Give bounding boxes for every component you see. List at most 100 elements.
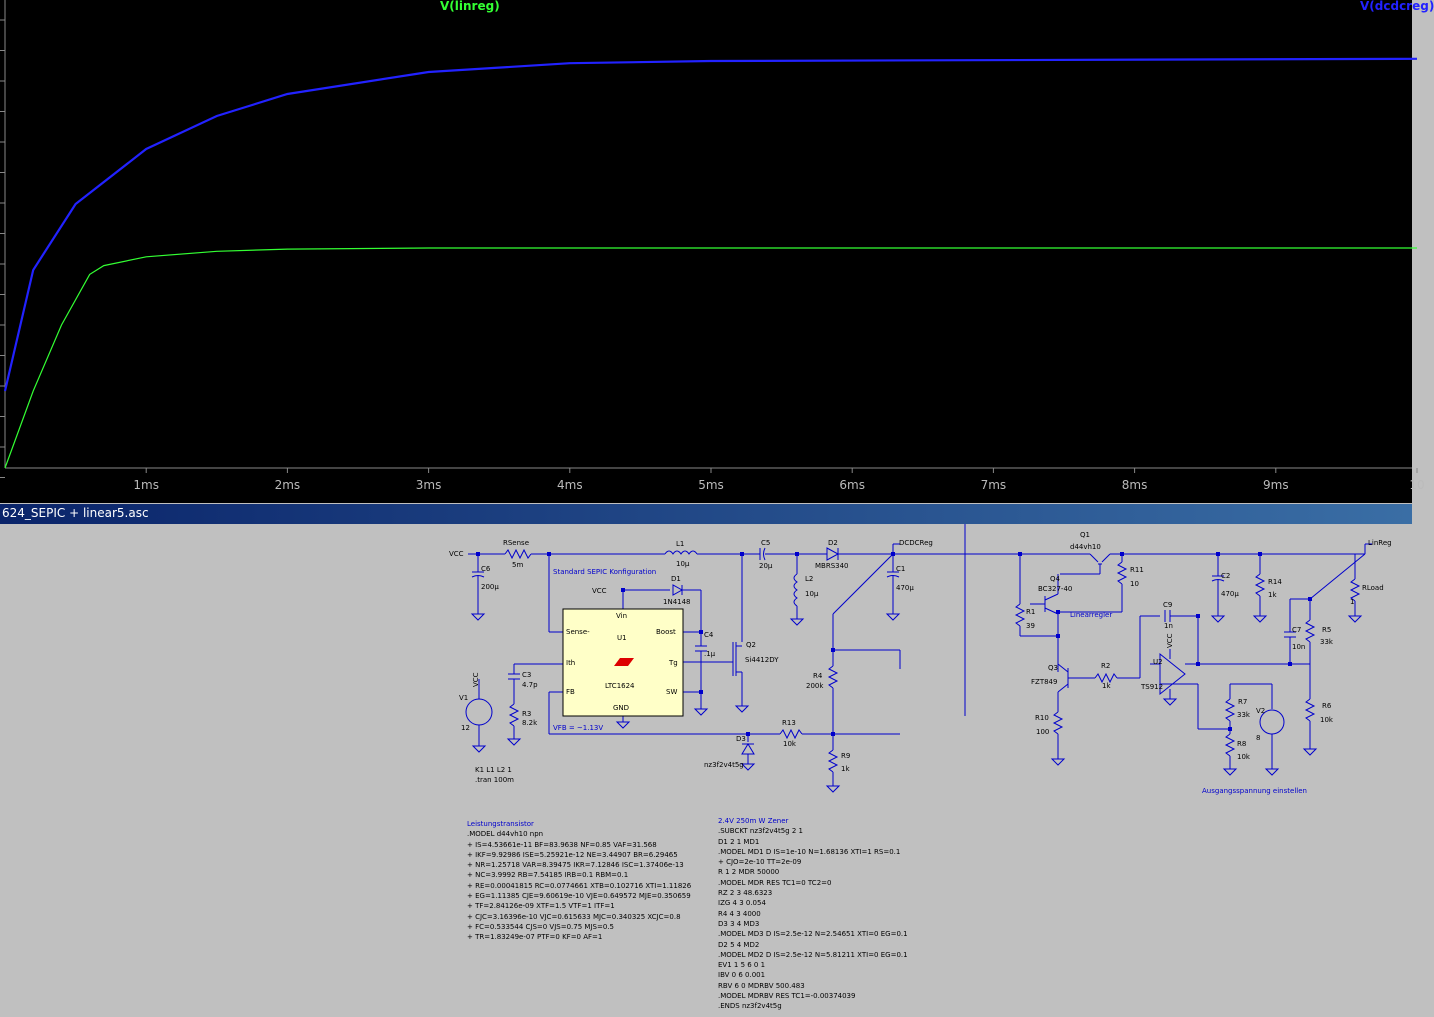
trace-vlinreg[interactable] bbox=[4, 247, 1417, 469]
trace-vdcdcreg[interactable] bbox=[3, 57, 1418, 392]
traces-group bbox=[3, 57, 1418, 469]
directive-line: + TR=1.83249e-07 PTF=0 KF=0 AF=1 bbox=[467, 933, 603, 942]
directive-line: .MODEL MDRBV RES TC1=-0.00374039 bbox=[718, 992, 856, 1001]
label-v2: V2 bbox=[1256, 707, 1265, 715]
label-r3-val: 8.2k bbox=[522, 719, 538, 727]
directive-line: R4 4 3 4000 bbox=[718, 909, 761, 918]
label-c2: C2 bbox=[1221, 572, 1230, 580]
label-r13: R13 bbox=[782, 719, 796, 727]
y-axis-ticks bbox=[0, 19, 5, 478]
label-l1: L1 bbox=[676, 540, 684, 548]
label-d1-val: 1N4148 bbox=[663, 598, 691, 606]
directive-line: .MODEL MD3 D IS=2.5e-12 N=2.54651 XTI=0 … bbox=[718, 930, 908, 939]
label-r10: R10 bbox=[1035, 714, 1049, 722]
directive-line: .MODEL d44vh10 npn bbox=[467, 830, 544, 839]
directive-line: RBV 6 0 MDRBV 500.483 bbox=[718, 981, 805, 990]
spice-directive-zener[interactable]: 2.4V 250m W Zener .SUBCKT nz3f2v4t5g 2 1… bbox=[718, 816, 908, 1012]
label-l1-val: 10µ bbox=[676, 560, 690, 568]
label-c1: C1 bbox=[896, 565, 905, 573]
label-vcc-v1: VCC bbox=[472, 672, 480, 687]
spice-directive-d44vh10[interactable]: Leistungstransistor .MODEL d44vh10 npn+ … bbox=[467, 819, 691, 943]
label-q3: Q3 bbox=[1048, 664, 1058, 672]
label-r6-val: 10k bbox=[1320, 716, 1334, 724]
schematic-canvas[interactable]: VCC RSense 5m C6 200µ L1 10µ C5 20µ D2 M… bbox=[0, 524, 1412, 1017]
directive-line: R 1 2 MDR 50000 bbox=[718, 868, 780, 877]
x-tick-label: 8ms bbox=[1122, 478, 1148, 492]
schematic-wires bbox=[465, 524, 1372, 786]
label-r13-val: 10k bbox=[783, 740, 797, 748]
label-r9-val: 1k bbox=[841, 765, 850, 773]
label-c5-val: 20µ bbox=[759, 562, 773, 570]
x-tick-label: 3ms bbox=[416, 478, 442, 492]
directive-line: .ENDS nz3f2v4t5g bbox=[718, 1002, 782, 1011]
label-c4: C4 bbox=[704, 631, 714, 639]
directive-line: + RE=0.00041815 RC=0.0774661 XTB=0.10271… bbox=[467, 881, 692, 890]
label-u1-fb: FB bbox=[566, 688, 575, 696]
label-sepic-title: Standard SEPIC Konfiguration bbox=[553, 568, 656, 576]
label-d2: D2 bbox=[828, 539, 838, 547]
label-q4: Q4 bbox=[1050, 575, 1061, 583]
label-vcc-2: VCC bbox=[592, 587, 607, 595]
trace-label-dcdcreg[interactable]: V(dcdcreg) bbox=[1360, 0, 1434, 13]
x-tick-label: 1ms bbox=[133, 478, 159, 492]
label-rload: RLoad bbox=[1362, 584, 1384, 592]
label-r11-val: 10 bbox=[1130, 580, 1139, 588]
label-r8-val: 10k bbox=[1237, 753, 1251, 761]
label-dcdcreg: DCDCReg bbox=[899, 539, 933, 547]
label-k-stmt: K1 L1 L2 1 bbox=[475, 766, 512, 774]
directive-line: D1 2 1 MD1 bbox=[718, 837, 760, 846]
label-u1-sense: Sense- bbox=[566, 628, 590, 636]
label-r7-val: 33k bbox=[1237, 711, 1251, 719]
label-ausgang: Ausgangsspannung einstellen bbox=[1202, 787, 1307, 795]
label-r5: R5 bbox=[1322, 626, 1331, 634]
directive-line: + NC=3.9992 RB=7.54185 IRB=0.1 RBM=0.1 bbox=[467, 871, 629, 880]
directive-lines: .MODEL d44vh10 npn+ IS=4.53661e-11 BF=83… bbox=[467, 829, 691, 942]
label-r4: R4 bbox=[813, 672, 823, 680]
schematic-window-title-bar[interactable]: 624_SEPIC + linear5.asc bbox=[0, 504, 1412, 524]
label-c9: C9 bbox=[1163, 601, 1172, 609]
label-r5-val: 33k bbox=[1320, 638, 1334, 646]
label-r11: R11 bbox=[1130, 566, 1144, 574]
label-r14-val: 1k bbox=[1268, 591, 1277, 599]
directive-line: + CJC=3.16396e-10 VJC=0.615633 MJC=0.340… bbox=[467, 912, 681, 921]
x-tick-label: 7ms bbox=[981, 478, 1007, 492]
label-r1-val: 39 bbox=[1026, 622, 1035, 630]
label-rsense: RSense bbox=[503, 539, 529, 547]
x-tick-label: 6ms bbox=[839, 478, 865, 492]
label-q2: Q2 bbox=[746, 641, 756, 649]
label-c6-val: 200µ bbox=[481, 583, 499, 591]
directive-line: IZG 4 3 0.054 bbox=[718, 899, 766, 908]
directive-line: + NR=1.25718 VAR=8.39475 IKR=7.12846 ISC… bbox=[467, 861, 684, 870]
trace-label-linreg[interactable]: V(linreg) bbox=[440, 0, 500, 13]
label-d3: D3 bbox=[736, 735, 746, 743]
x-tick-label: 5ms bbox=[698, 478, 724, 492]
label-vfb-note: VFB = ~1.13V bbox=[553, 724, 603, 732]
label-c7-val: 10n bbox=[1292, 643, 1305, 651]
label-u2-val: TS912 bbox=[1140, 683, 1163, 691]
directive-line: .MODEL MDR RES TC1=0 TC2=0 bbox=[718, 878, 832, 887]
label-d3-val: nz3f2v4t5g bbox=[704, 761, 744, 769]
label-r14: R14 bbox=[1268, 578, 1282, 586]
schematic-svg[interactable]: VCC RSense 5m C6 200µ L1 10µ C5 20µ D2 M… bbox=[0, 524, 1412, 1017]
directive-line: IBV 0 6 0.001 bbox=[718, 971, 766, 980]
label-rload-val: 1 bbox=[1350, 598, 1354, 606]
label-linreg: LinReg bbox=[1368, 539, 1392, 547]
label-r4-val: 200k bbox=[806, 682, 824, 690]
directive-line: + IKF=9.92986 ISE=5.25921e-12 NE=3.44907… bbox=[467, 850, 678, 859]
label-q2-val: Si4412DY bbox=[745, 656, 779, 664]
label-c1-val: 470µ bbox=[896, 584, 914, 592]
label-l2-val: 10µ bbox=[805, 590, 819, 598]
label-r2-val: 1k bbox=[1102, 682, 1111, 690]
directive-line: RZ 2 3 48.6323 bbox=[718, 889, 773, 898]
directive-line: + CJO=2e-10 TT=2e-09 bbox=[718, 858, 802, 867]
label-u1-sw: SW bbox=[666, 688, 677, 696]
directive-line: .MODEL MD2 D IS=2.5e-12 N=5.81211 XTI=0 … bbox=[718, 950, 908, 959]
plot-frame bbox=[4, 0, 1412, 469]
label-c3-val: 4.7p bbox=[522, 681, 538, 689]
label-u1-part: LTC1624 bbox=[605, 682, 635, 690]
label-vcc-1: VCC bbox=[449, 550, 464, 558]
label-q3-val: FZT849 bbox=[1031, 678, 1057, 686]
